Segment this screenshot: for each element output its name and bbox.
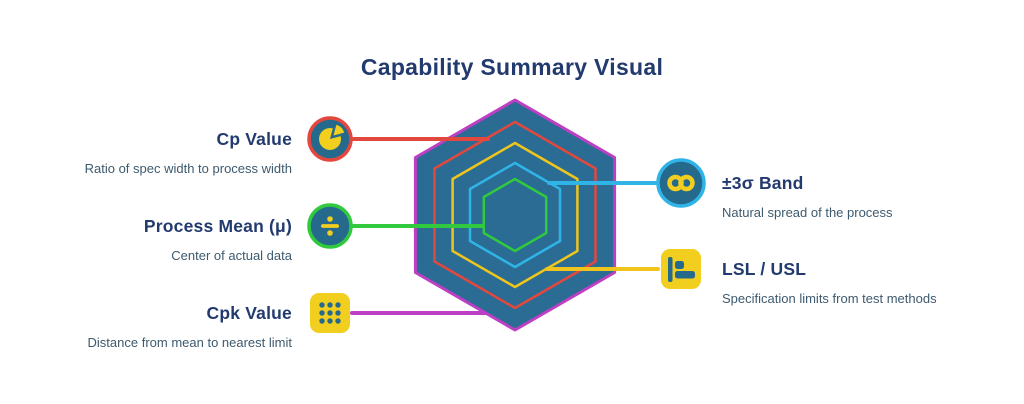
item-heading: LSL / USL xyxy=(722,259,807,279)
label-cp-value: Cp Value Ratio of spec width to process … xyxy=(0,127,292,178)
limit-bars-icon xyxy=(661,249,701,289)
division-icon xyxy=(307,203,353,249)
center-hexagon xyxy=(482,177,548,253)
item-description: Distance from mean to nearest limit xyxy=(87,335,292,350)
item-heading: Cpk Value xyxy=(206,303,292,323)
label-lsl-usl: LSL / USL Specification limits from test… xyxy=(722,257,1014,308)
label-process-mean: Process Mean (μ) Center of actual data xyxy=(0,214,292,265)
item-heading: Process Mean (μ) xyxy=(143,216,292,236)
dots-grid-icon xyxy=(310,293,350,333)
infinity-icon xyxy=(656,158,706,208)
cyan-hexagon-ring xyxy=(468,161,562,269)
item-description: Specification limits from test methods xyxy=(722,291,937,306)
item-heading: ±3σ Band xyxy=(722,173,804,193)
yellow-hexagon-ring xyxy=(451,141,579,289)
label-sigma-band: ±3σ Band Natural spread of the process xyxy=(722,171,1014,222)
pie-chart-icon xyxy=(307,116,353,162)
item-description: Center of actual data xyxy=(171,248,292,263)
page-title: Capability Summary Visual xyxy=(360,54,664,80)
red-hexagon-ring xyxy=(433,120,597,310)
item-heading: Cp Value xyxy=(216,129,292,149)
label-cpk-value: Cpk Value Distance from mean to nearest … xyxy=(0,301,292,352)
item-description: Ratio of spec width to process width xyxy=(84,161,292,176)
item-description: Natural spread of the process xyxy=(722,205,893,220)
